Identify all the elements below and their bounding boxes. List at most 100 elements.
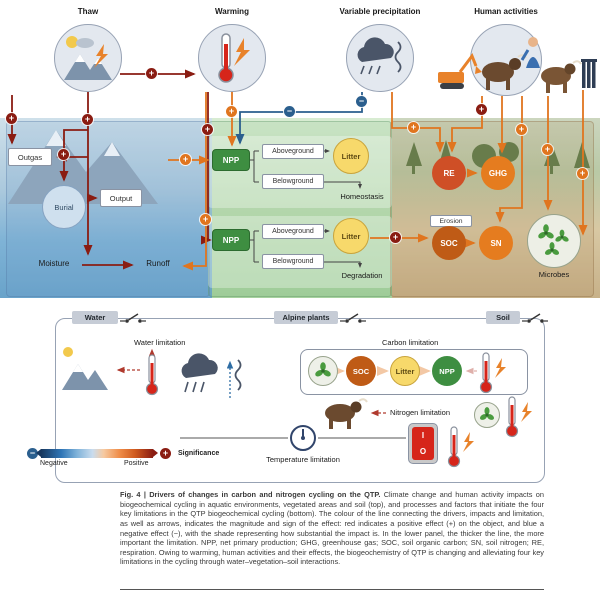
microbes-node [527,214,581,268]
switch-icon [120,313,146,323]
temperature-limitation-label: Temperature limitation [266,455,340,464]
warming-icon [218,33,250,83]
significance-scale [41,449,153,458]
figure-caption: Fig. 4 | Drivers of changes in carbon an… [120,490,544,567]
thaw-circle [54,24,122,92]
litter-node-top: Litter [333,138,369,174]
switch-soil: Soil [486,311,520,324]
positive-effect-badge: + [200,214,211,225]
driver-label-human-activities: Human activities [474,7,538,16]
process-connectors [250,149,362,268]
thermometer-icon [479,352,506,394]
legend-negative-label: Negative [40,460,68,467]
output-node: Output [100,189,142,207]
nitrogen-limitation-label: Nitrogen limitation [390,408,451,417]
yak-icon-2 [541,63,576,93]
caption-rule [120,589,544,590]
runoff-label: Runoff [146,259,170,268]
power-off-label: O [419,447,427,457]
positive-effect-badge: + [476,104,487,115]
driver-label-warming: Warming [215,7,249,16]
variable-precipitation-icon [357,37,402,75]
aboveground-node-bottom: Aboveground [262,224,324,239]
re-node: RE [432,156,466,190]
scale-left-arrow [36,449,41,457]
thermometer-icon [505,396,532,438]
caption-title: Fig. 4 | Drivers of changes in carbon an… [120,490,381,499]
legend-positive-label: Positive [124,460,149,467]
thermometer-icon [145,354,159,396]
positive-effect-badge: + [160,448,171,459]
legend-significance-label: Significance [178,450,220,457]
soil-overlay [390,121,594,297]
carbon-limitation-label: Carbon limitation [382,338,439,347]
sn-node: SN [479,226,513,260]
scale-right-arrow [153,449,158,457]
driver-label-variable-precipitation: Variable precipitation [339,7,421,16]
negative-blue-arrows [235,92,363,145]
negative-effect-badge: − [356,96,367,107]
npp-node-bottom: NPP [212,229,250,251]
human-activities-icon [438,37,597,93]
chain-soc-node: SOC [346,356,376,386]
positive-effect-badge: + [146,68,157,79]
power-on-label: I [421,430,425,440]
caption-body: Climate change and human activity impact… [120,490,544,567]
positive-effect-badge: + [542,144,553,155]
upper-panel: Thaw Warming Variable precipitation Huma… [0,7,600,298]
homeostasis-label: Homeostasis [340,192,384,201]
negative-effect-badge: − [284,106,295,117]
water-limitation-label: Water limitation [134,338,186,347]
microbe-icon [479,407,495,420]
outgas-node: Outgas [8,148,52,166]
switch-water: Water [72,311,118,324]
microbe-icon [315,362,331,377]
microbe-circle [308,356,338,386]
positive-effect-badge: + [390,232,401,243]
positive-effect-badge: + [577,168,588,179]
microbes-label: Microbes [538,270,570,279]
chain-npp-node: NPP [432,356,462,386]
positive-effect-badge: + [226,106,237,117]
positive-effect-badge: + [6,113,17,124]
yak-icon [482,58,521,90]
thermometer-icon [447,426,474,468]
person-icon [520,37,540,68]
positive-effect-badge: + [180,154,191,165]
belowground-node-top: Belowground [262,174,324,189]
switch-icon [522,313,548,323]
positive-effect-badge: + [408,122,419,133]
belowground-node-bottom: Belowground [262,254,324,269]
burial-node: Burial [42,185,86,229]
driver-label-thaw: Thaw [77,7,99,16]
ghg-node: GHG [481,156,515,190]
switch-alpine-plants: Alpine plants [274,311,338,324]
microbe-icon [538,224,569,255]
degradation-label: Degradation [341,271,383,280]
radiator-icon [581,59,597,88]
aboveground-node-top: Aboveground [262,144,324,159]
thaw-icon [64,36,112,80]
microbe-circle [474,402,500,428]
warming-circle [198,24,266,92]
negative-effect-badge: − [27,448,38,459]
yak-icon [325,398,368,429]
excavator-icon [438,52,482,89]
moisture-label: Moisture [38,259,70,268]
npp-node-top: NPP [212,149,250,171]
chain-litter-node: Litter [390,356,420,386]
positive-effect-badge: + [516,124,527,135]
soil-background [392,118,600,298]
soc-node: SOC [432,226,466,260]
meter-icon [290,425,316,451]
positive-red-arrows [7,69,212,270]
positive-effect-badge: + [202,124,213,135]
switch-icon [340,313,366,323]
rain-cloud-icon [181,353,242,393]
power-switch-icon: I O [408,423,438,464]
litter-node-bottom: Litter [333,218,369,254]
variable-precipitation-circle [346,24,414,92]
positive-effect-badge: + [82,114,93,125]
mountain-sun-icon [62,347,108,390]
